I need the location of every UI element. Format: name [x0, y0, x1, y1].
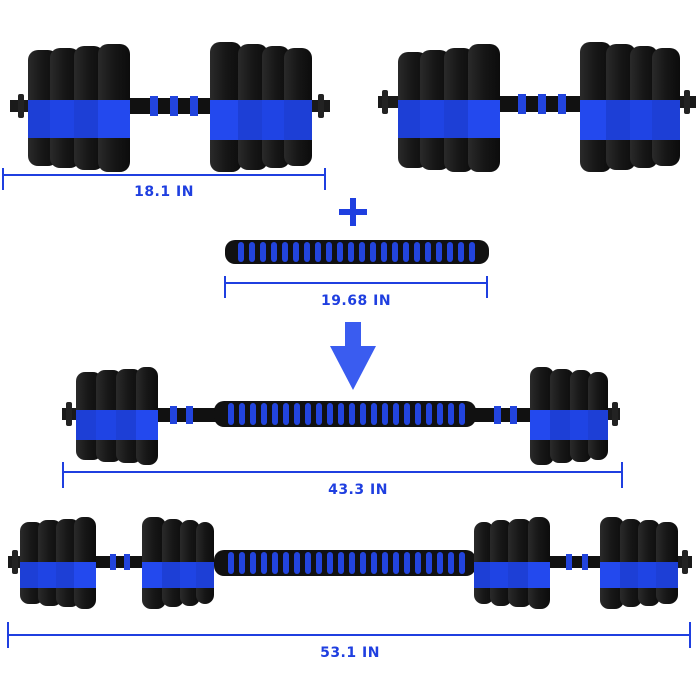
grip-rib [393, 403, 399, 425]
grip-rib [283, 403, 289, 425]
grip-rib [404, 403, 410, 425]
grip-rib [426, 403, 432, 425]
grip-rib [415, 403, 421, 425]
connector-bar [225, 240, 489, 264]
grip-rib [348, 242, 354, 262]
dimension-line-barbell-long: 53.1 IN [7, 622, 691, 661]
grip-rib [294, 552, 300, 574]
grip-rib [228, 552, 234, 574]
grip-rib [283, 552, 289, 574]
barbell-short [62, 367, 620, 465]
grip-rib [360, 403, 366, 425]
grip-rib [315, 242, 321, 262]
grip-rib [437, 403, 443, 425]
barbell-long-length-label: 53.1 IN [320, 645, 380, 661]
grip-rib [271, 242, 277, 262]
grip-rib [458, 242, 464, 262]
grip-rib [425, 242, 431, 262]
grip-rib [327, 552, 333, 574]
grip-rib [382, 552, 388, 574]
grip-rib [250, 552, 256, 574]
dumbbell-right [378, 42, 696, 172]
grip-rib [415, 552, 421, 574]
grip-rib [414, 242, 420, 262]
grip-rib [469, 242, 475, 262]
grip-rib [250, 403, 256, 425]
plate-stack-right [210, 42, 312, 172]
grip-rib [349, 552, 355, 574]
grip-rib [305, 403, 311, 425]
grip-rib [370, 242, 376, 262]
barbell-long [8, 517, 692, 609]
grip-rib [260, 242, 266, 262]
grip-rib [403, 242, 409, 262]
grip-rib [249, 242, 255, 262]
grip-rib [392, 242, 398, 262]
grip-rib [293, 242, 299, 262]
dimension-line-dumbbell: 18.1 IN [2, 168, 326, 200]
grip-rib [382, 403, 388, 425]
grip-rib [239, 403, 245, 425]
grip-rib [426, 552, 432, 574]
grip-rib [316, 552, 322, 574]
foam-grip-ribs [238, 242, 475, 262]
grip-rib [381, 242, 387, 262]
dimension-line-barbell-short: 43.3 IN [62, 462, 623, 498]
handle [130, 96, 214, 116]
foam-grip-ribs [228, 403, 465, 425]
foam-grip-ribs [228, 552, 465, 574]
grip-rib [404, 552, 410, 574]
grip-rib [437, 552, 443, 574]
grip-rib [447, 242, 453, 262]
grip-rib [238, 242, 244, 262]
grip-rib [272, 552, 278, 574]
dumbbell-length-label: 18.1 IN [134, 184, 194, 200]
grip-rib [272, 403, 278, 425]
grip-rib [261, 552, 267, 574]
grip-rib [371, 552, 377, 574]
grip-rib [393, 552, 399, 574]
grip-rib [337, 242, 343, 262]
grip-rib [294, 403, 300, 425]
plate-stack-left [28, 44, 130, 172]
grip-rib [459, 403, 465, 425]
grip-rib [371, 403, 377, 425]
grip-rib [360, 552, 366, 574]
grip-rib [239, 552, 245, 574]
dimension-line-connector: 19.68 IN [224, 276, 488, 309]
grip-rib [261, 403, 267, 425]
dumbbell-left [10, 42, 330, 172]
grip-rib [338, 403, 344, 425]
grip-rib [228, 403, 234, 425]
grip-rib [436, 242, 442, 262]
grip-rib [304, 242, 310, 262]
grip-rib [326, 242, 332, 262]
grip-rib [448, 552, 454, 574]
barbell-short-length-label: 43.3 IN [328, 482, 388, 498]
grip-rib [359, 242, 365, 262]
grip-rib [316, 403, 322, 425]
grip-rib [349, 403, 355, 425]
arrow-down-icon [330, 322, 376, 390]
grip-rib [282, 242, 288, 262]
grip-rib [448, 403, 454, 425]
plus-icon [339, 198, 367, 226]
grip-rib [338, 552, 344, 574]
grip-rib [459, 552, 465, 574]
grip-rib [305, 552, 311, 574]
grip-rib [327, 403, 333, 425]
connector-length-label: 19.68 IN [321, 293, 391, 309]
